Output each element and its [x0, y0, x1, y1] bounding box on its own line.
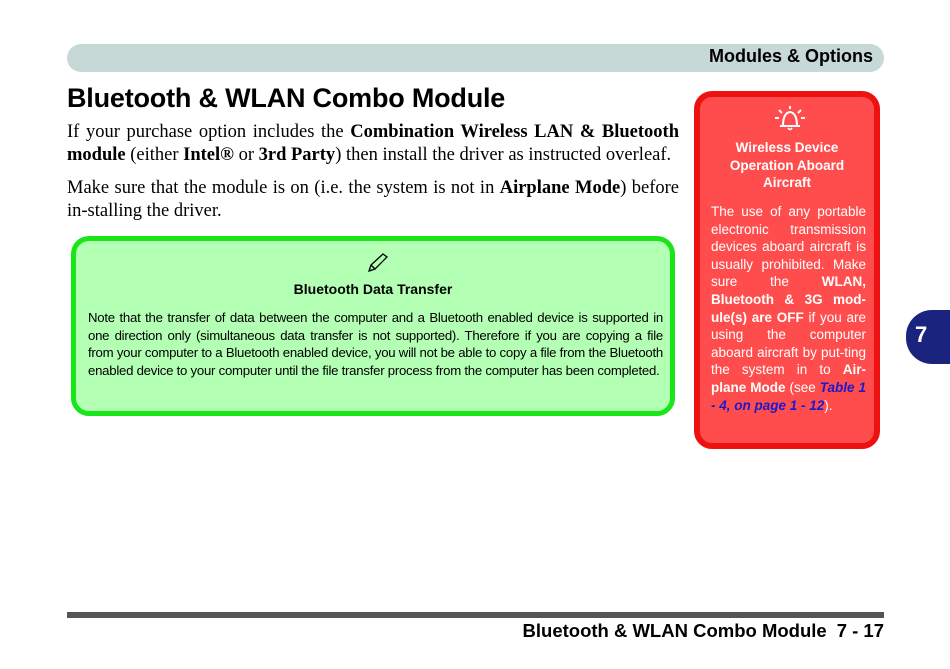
warning-box: Wireless Device Operation Aboard Aircraf…: [694, 91, 880, 449]
header-title: Modules & Options: [709, 46, 873, 66]
warning-bold-1: WLAN, Bluetooth & 3G mod-ule(s) are OFF: [711, 274, 866, 325]
warning-text-4: ).: [824, 397, 833, 413]
para1-bold-2: Intel®: [183, 145, 234, 165]
warning-text: The use of any portable electronic trans…: [711, 203, 866, 414]
para2-text-2: ) before in-stalling the driver.: [67, 178, 679, 221]
para2-text-1: Make sure that the module is on (i.e. th…: [67, 178, 500, 198]
alert-bell-icon: [775, 106, 805, 131]
footer-title: Bluetooth & WLAN Combo Module: [522, 620, 827, 641]
airplane-paragraph: Make sure that the module is on (i.e. th…: [67, 177, 679, 223]
para1-text-2: (either: [125, 145, 184, 165]
chapter-tab[interactable]: 7: [906, 310, 950, 364]
para1-bold-3: 3rd Party: [258, 145, 336, 165]
note-box: Bluetooth Data Transfer Note that the tr…: [71, 236, 675, 416]
pencil-icon: [367, 253, 388, 273]
warning-text-2: if you are using the computer aboard air…: [711, 309, 866, 378]
note-heading: Bluetooth Data Transfer: [293, 281, 453, 297]
page-number: 7 - 17: [836, 620, 884, 641]
note-text: Note that the transfer of data between t…: [88, 310, 663, 378]
footer-rule: [67, 612, 884, 618]
para2-bold-1: Airplane Mode: [499, 178, 621, 198]
para1-text-4: ) then install the driver as instructed …: [335, 145, 672, 165]
warning-bold-2: Air-plane Mode: [711, 362, 866, 395]
warning-heading: Wireless Device Operation Aboard Aircraf…: [729, 140, 845, 190]
para1-bold-1: Combination Wireless LAN & Bluetooth mod…: [67, 122, 679, 165]
para1-text-3: or: [233, 145, 259, 165]
warning-text-1: The use of any portable electronic trans…: [711, 204, 866, 290]
intro-paragraph: If your purchase option includes the Com…: [67, 121, 679, 167]
header-bar: Modules & Options: [67, 44, 884, 72]
page-title: Bluetooth & WLAN Combo Module: [67, 83, 506, 113]
chapter-tab-label: 7: [915, 322, 928, 347]
warning-text-3: (see: [785, 379, 820, 395]
para1-text-1: If your purchase option includes the: [67, 122, 351, 142]
footer: Bluetooth & WLAN Combo Module 7 - 17: [523, 620, 884, 642]
table-reference-link[interactable]: Table 1 - 4, on page 1 - 12: [711, 379, 866, 413]
